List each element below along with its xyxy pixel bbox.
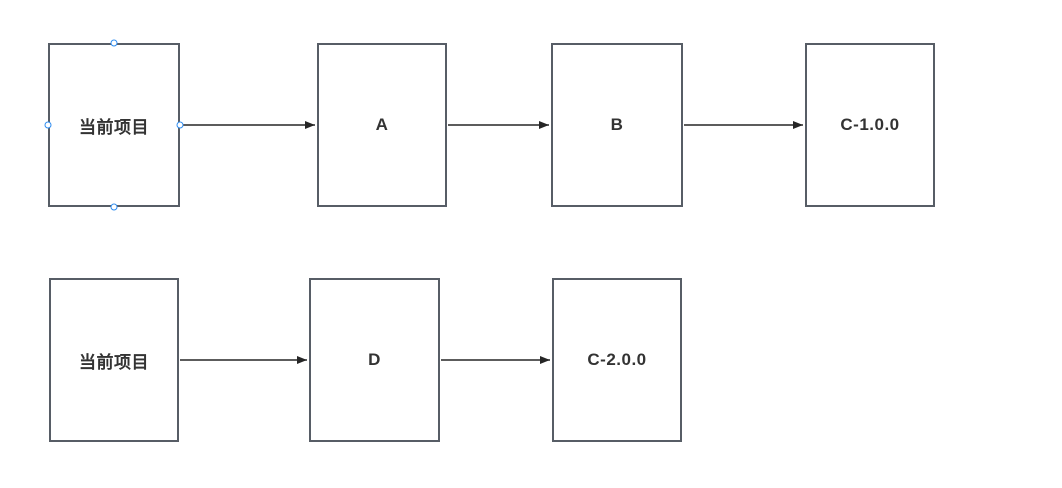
node-b[interactable]: B — [551, 43, 683, 207]
node-label: 当前项目 — [79, 117, 149, 137]
connection-handle-left[interactable] — [44, 121, 52, 129]
node-c-2-0-0[interactable]: C-2.0.0 — [552, 278, 682, 442]
node-label: 当前项目 — [79, 352, 149, 372]
node-label: A — [375, 115, 389, 134]
node-label: D — [368, 350, 381, 369]
node-a[interactable]: A — [317, 43, 447, 207]
node-label: C-1.0.0 — [840, 115, 900, 134]
connection-handle-right[interactable] — [176, 121, 184, 129]
node-current-project-1[interactable]: 当前项目 — [44, 39, 184, 211]
connection-handle-top[interactable] — [110, 39, 118, 47]
node-label: B — [610, 115, 624, 134]
node-current-project-2[interactable]: 当前项目 — [49, 278, 179, 442]
node-c-1-0-0[interactable]: C-1.0.0 — [805, 43, 935, 207]
node-d[interactable]: D — [309, 278, 440, 442]
connection-handle-bottom[interactable] — [110, 203, 118, 211]
node-label: C-2.0.0 — [587, 350, 647, 369]
